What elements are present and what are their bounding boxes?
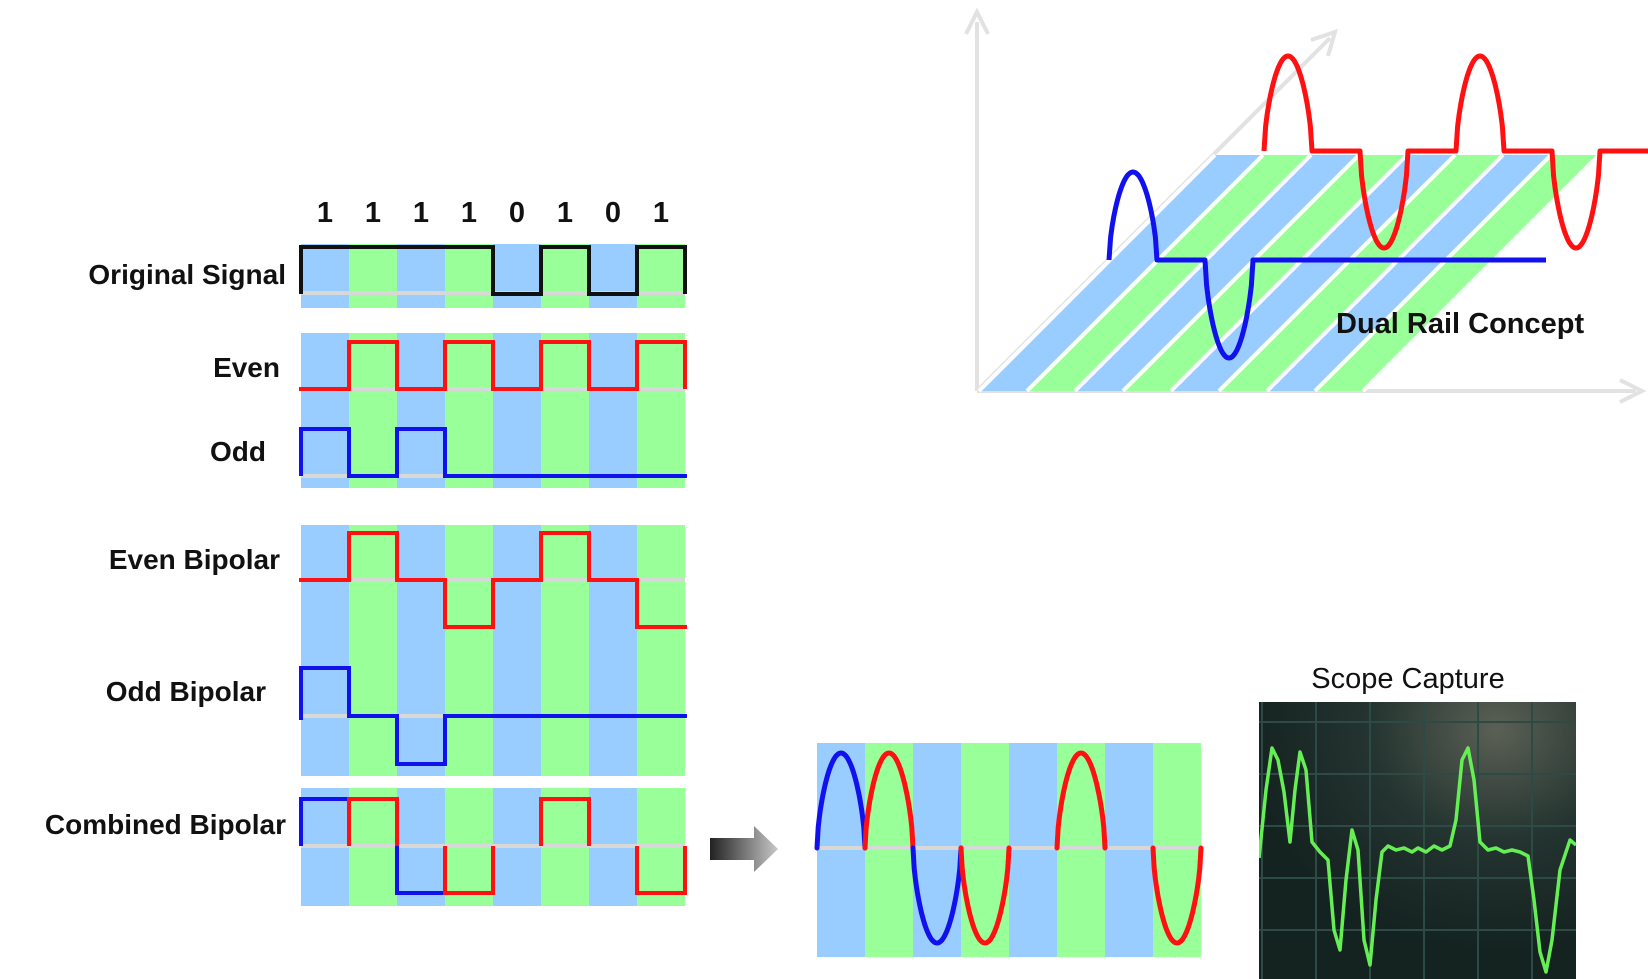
combined-pulse	[539, 797, 591, 846]
plane-stripe-divider	[1265, 153, 1505, 393]
even-bipolar-trace	[299, 531, 687, 629]
sine-pulse	[862, 750, 916, 851]
time-slot-band	[349, 333, 397, 488]
time-slot-band	[301, 244, 349, 308]
scope-trace	[1259, 746, 1576, 974]
plane-stripe	[1267, 155, 1551, 391]
sine-pulse	[910, 845, 964, 946]
even-odd-panel	[299, 333, 687, 488]
plane-stripe-divider	[1217, 153, 1457, 393]
plane-stripe-divider	[977, 153, 1217, 393]
time-slot-band	[349, 244, 397, 308]
sine-pulse	[814, 750, 868, 851]
even-label: Even	[213, 352, 280, 383]
time-slot-band	[589, 525, 637, 776]
time-slot-band	[589, 244, 637, 308]
plane-stripe-divider	[1025, 153, 1265, 393]
bit-label: 0	[605, 197, 621, 229]
combined-sine-panel	[814, 743, 1204, 957]
bit-label: 1	[413, 197, 429, 229]
plane-stripe	[1075, 155, 1359, 391]
dual-rail-concept-graphic	[964, 7, 1648, 404]
horizontal-axis-arrowhead	[1619, 378, 1647, 404]
bit-label: 1	[653, 197, 669, 229]
vertical-axis-arrowhead	[964, 7, 990, 35]
sine-pulse	[1054, 750, 1108, 851]
time-slot-band	[589, 333, 637, 488]
time-slot-band	[397, 244, 445, 308]
combined-bipolar-panel	[299, 788, 687, 906]
combined-pulse	[347, 797, 399, 846]
combined-bipolar-label: Combined Bipolar	[45, 809, 286, 840]
plane-stripe	[1123, 155, 1407, 391]
time-slot-band	[493, 333, 541, 488]
time-slot-band	[637, 525, 685, 776]
plane-stripe	[1219, 155, 1503, 391]
bit-label: 1	[365, 197, 381, 229]
sine-pulse	[1150, 845, 1204, 946]
original-signal-panel	[299, 244, 687, 308]
even-bipolar-label: Even Bipolar	[109, 544, 280, 575]
original-signal-trace	[299, 245, 687, 296]
scope-capture-title: Scope Capture	[1311, 663, 1504, 695]
plane-stripe	[1027, 155, 1311, 391]
bipolar-panel	[299, 525, 687, 776]
combined-pulse	[635, 846, 687, 895]
even-trace	[299, 340, 687, 391]
bit-label: 1	[317, 197, 333, 229]
sine-pulse	[958, 845, 1012, 946]
time-slot-band	[493, 525, 541, 776]
time-slot-band	[541, 525, 589, 776]
original-signal-label: Original Signal	[88, 259, 286, 290]
plane-stripe	[979, 155, 1263, 391]
bit-label: 1	[461, 197, 477, 229]
time-slot-band	[541, 333, 589, 488]
time-slot-band	[445, 525, 493, 776]
bit-label: 0	[509, 197, 525, 229]
depth-axis-arrowhead	[1310, 28, 1338, 57]
plane-stripe-divider	[1313, 153, 1553, 393]
plane-stripe-divider	[1121, 153, 1361, 393]
time-slot-band	[541, 244, 589, 308]
time-slot-band	[637, 244, 685, 308]
plane-stripe-divider	[1361, 153, 1601, 393]
time-slot-band	[493, 244, 541, 308]
right-arrow-icon	[710, 826, 778, 872]
dual-rail-even-trace	[1261, 53, 1648, 251]
time-slot-band	[445, 244, 493, 308]
odd-trace	[299, 427, 687, 478]
dual-rail-title: Dual Rail Concept	[1336, 308, 1584, 340]
plane-stripe	[1315, 155, 1599, 391]
dual-rail-odd-trace	[1106, 169, 1546, 361]
time-slot-band	[397, 525, 445, 776]
time-slot-band	[301, 333, 349, 488]
plane-stripe-divider	[1169, 153, 1409, 393]
plane-stripe-divider	[1073, 153, 1313, 393]
time-slot-band	[301, 525, 349, 776]
scope-capture-screen	[1259, 702, 1576, 979]
combined-pulse	[443, 846, 495, 895]
time-slot-band	[445, 333, 493, 488]
bit-label: 1	[557, 197, 573, 229]
odd-label: Odd	[210, 436, 266, 467]
time-slot-band	[349, 525, 397, 776]
time-slot-band	[397, 333, 445, 488]
odd-bipolar-label: Odd Bipolar	[106, 676, 266, 707]
odd-bipolar-trace	[299, 666, 687, 766]
time-slot-band	[637, 333, 685, 488]
